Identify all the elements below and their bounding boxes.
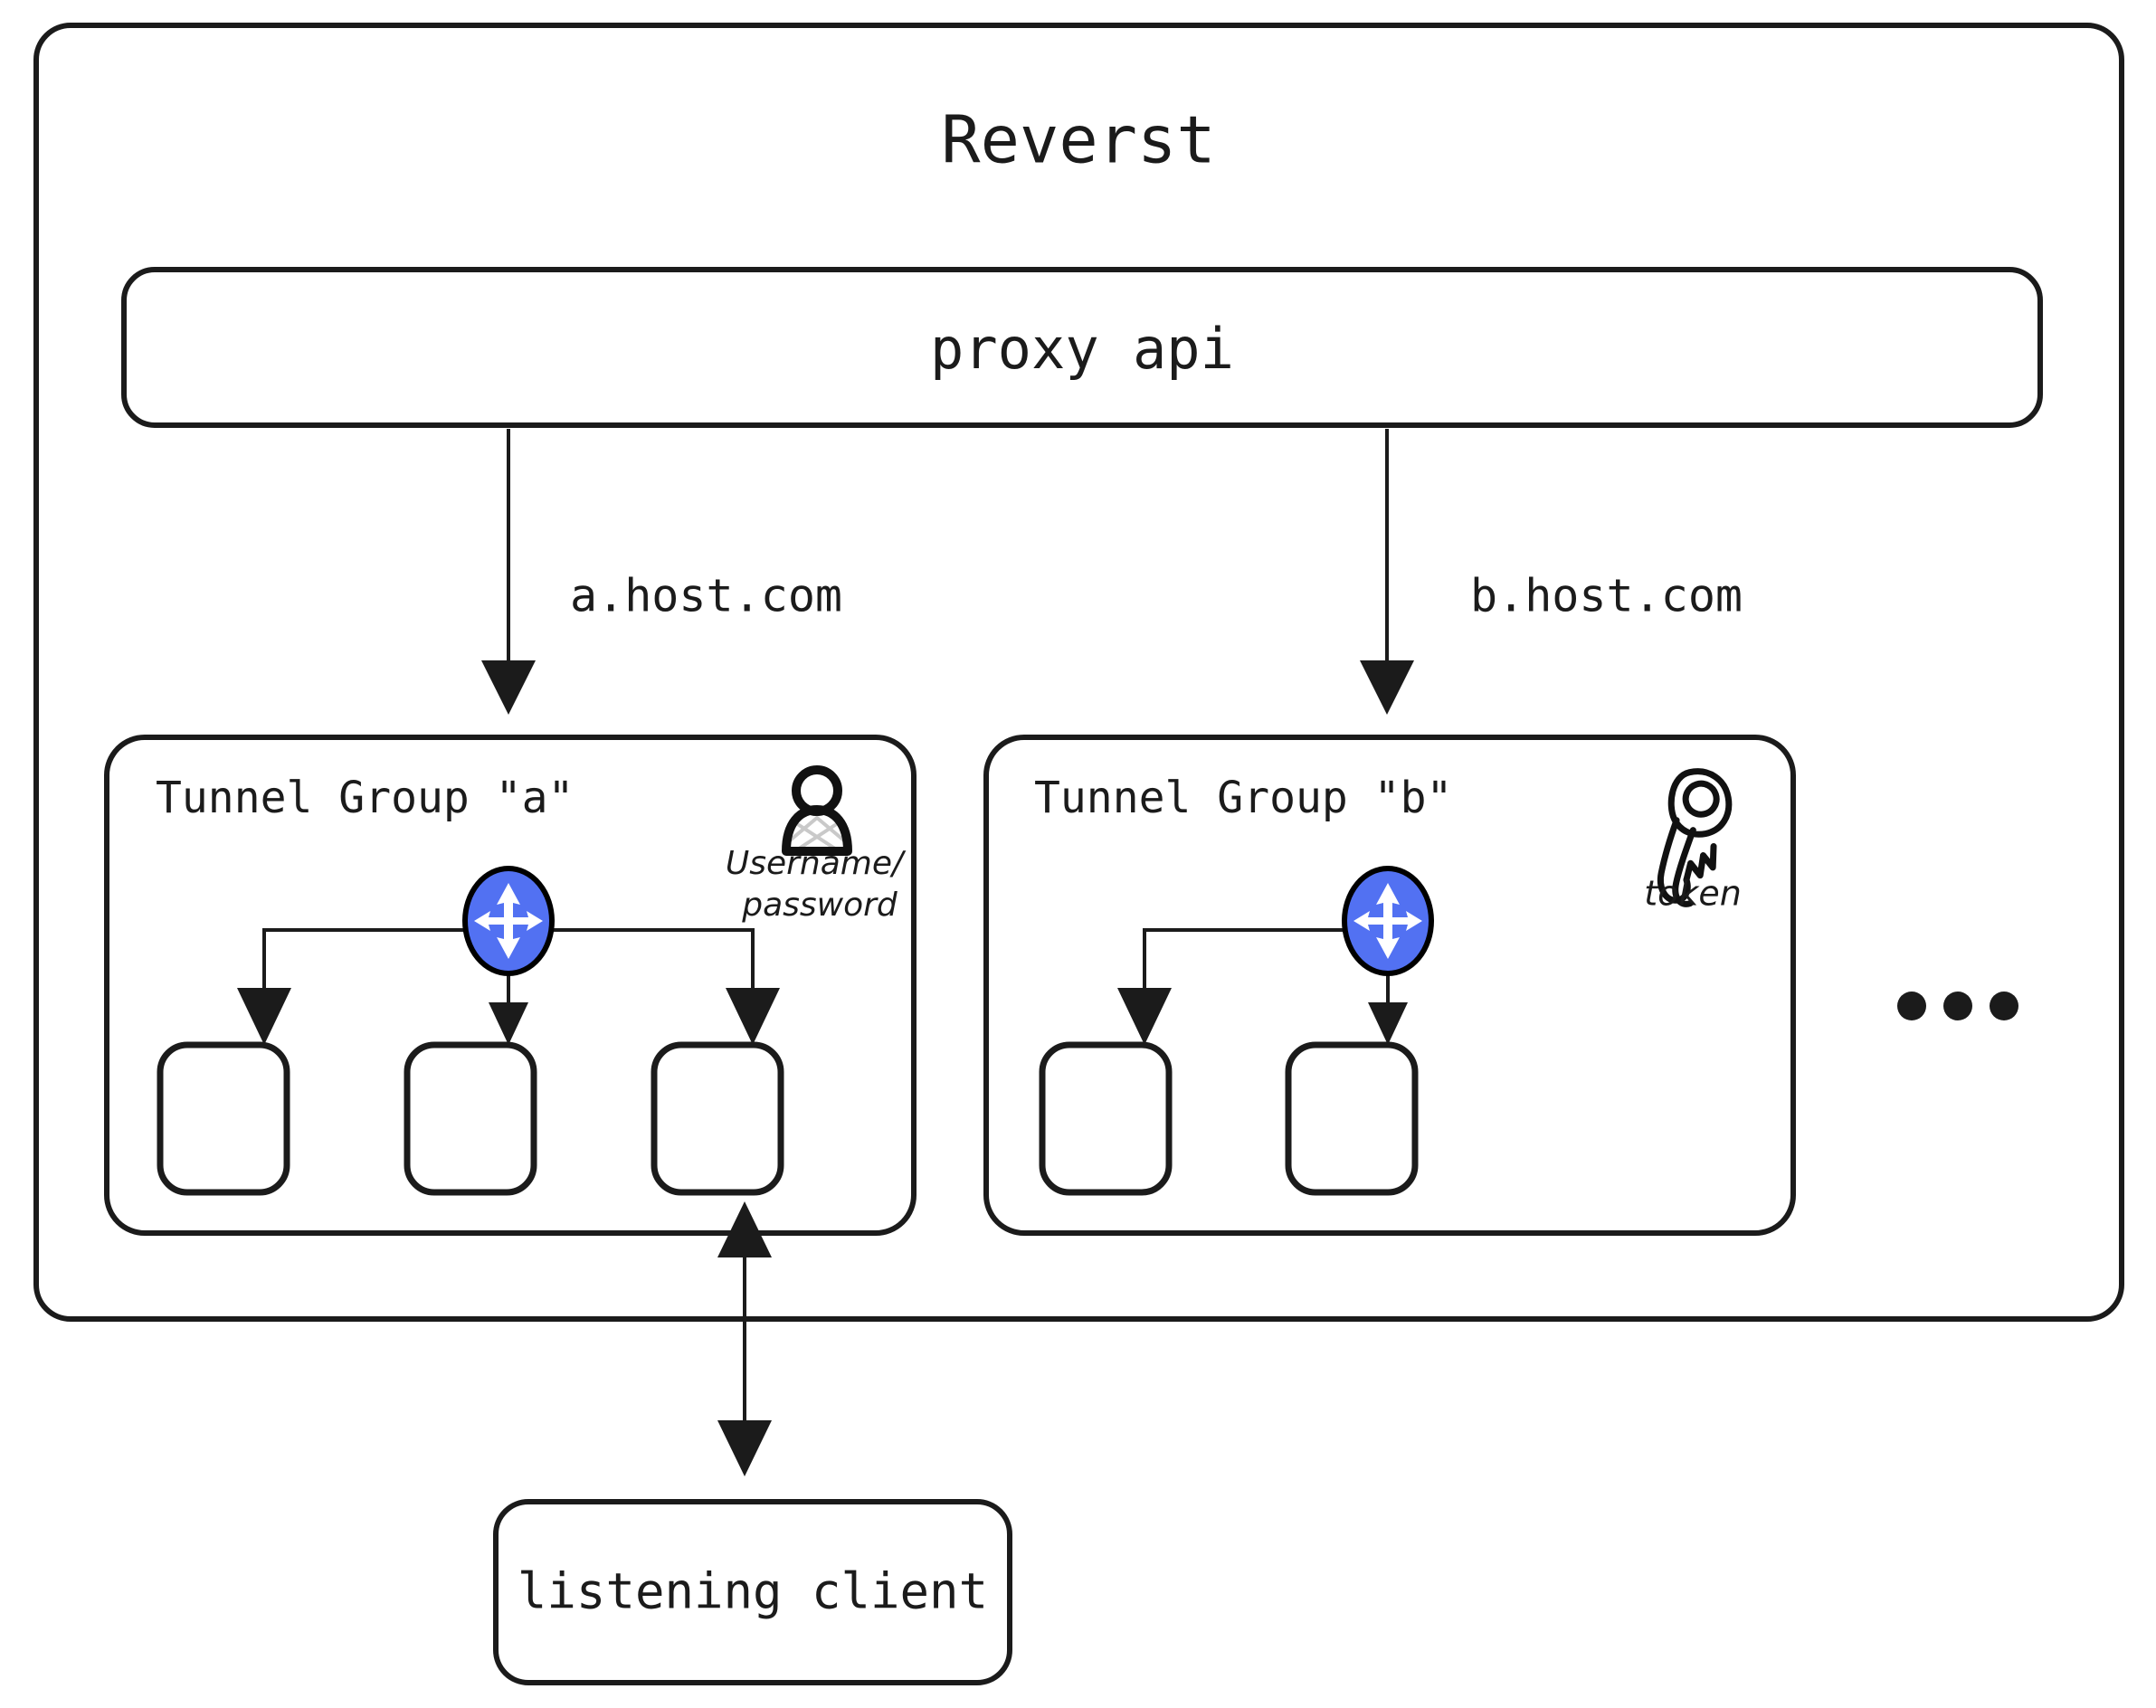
listening-client-label: listening client bbox=[518, 1563, 988, 1620]
person-body-hatch-3 bbox=[787, 816, 819, 843]
auth-label-a-line1: Username/ bbox=[726, 845, 907, 882]
tunnel-group-a[interactable]: Tunnel Group "a" Username/ password bbox=[104, 735, 917, 1236]
arrow-glyph-horizontal bbox=[1353, 911, 1422, 931]
tunnel-hub-a[interactable] bbox=[462, 866, 555, 976]
edge-b-arrowhead bbox=[1360, 660, 1414, 715]
tunnel-group-b-box[interactable] bbox=[983, 735, 1796, 1236]
hub-b-arrow-center bbox=[1368, 1002, 1408, 1045]
arrow-glyph-horizontal bbox=[474, 911, 543, 931]
ellipsis-dot-3 bbox=[1990, 992, 2018, 1020]
auth-label-a-line2: password bbox=[741, 887, 898, 924]
hub-a-branch-right bbox=[549, 928, 755, 995]
key-teeth bbox=[1683, 842, 1717, 884]
tunnel-box-b-2[interactable] bbox=[1285, 1041, 1419, 1196]
edge-client-arrowhead-up bbox=[717, 1201, 772, 1257]
tunnel-box-a-2[interactable] bbox=[404, 1041, 537, 1196]
hub-a-branch-left bbox=[262, 928, 468, 995]
tunnel-box-a-3[interactable] bbox=[651, 1041, 784, 1196]
key-shaft-outer bbox=[1672, 827, 1696, 907]
proxy-api-label: proxy api bbox=[930, 316, 1234, 382]
ellipsis-dot-2 bbox=[1943, 992, 1972, 1020]
key-shaft bbox=[1657, 817, 1691, 904]
auth-label-b: token bbox=[1644, 874, 1742, 914]
ellipsis-dot-1 bbox=[1897, 992, 1926, 1020]
tunnel-box-b-1[interactable] bbox=[1039, 1041, 1173, 1196]
edge-a-arrowhead bbox=[481, 660, 536, 715]
tunnel-box-a-1[interactable] bbox=[157, 1041, 290, 1196]
more-groups-ellipsis-icon bbox=[1897, 992, 2018, 1020]
key-hole bbox=[1682, 780, 1720, 818]
tunnel-group-a-title: Tunnel Group "a" bbox=[156, 773, 574, 823]
edge-a-host-com: a.host.com bbox=[481, 429, 842, 715]
edge-a-label: a.host.com bbox=[570, 570, 842, 622]
tunnel-group-b-title: Tunnel Group "b" bbox=[1034, 773, 1452, 823]
hub-a-arrow-right bbox=[726, 988, 780, 1045]
person-icon bbox=[782, 765, 852, 856]
tunnel-hub-b[interactable] bbox=[1342, 866, 1434, 976]
hub-a-arrow-center bbox=[489, 1002, 528, 1045]
four-way-arrow-icon bbox=[474, 883, 543, 959]
key-icon bbox=[1657, 768, 1733, 907]
reverst-outer-frame bbox=[33, 23, 2124, 1322]
edge-b-host-com: b.host.com bbox=[1360, 429, 1743, 715]
tunnel-group-a-box[interactable] bbox=[104, 735, 917, 1236]
person-body bbox=[782, 805, 852, 856]
tunnel-group-b[interactable]: Tunnel Group "b" token bbox=[983, 735, 1796, 1236]
person-body-hatch-4 bbox=[815, 816, 847, 843]
edge-client-arrowhead-down bbox=[717, 1420, 772, 1476]
listening-client-box[interactable] bbox=[493, 1499, 1012, 1685]
hub-b-branch-left bbox=[1143, 928, 1347, 995]
edge-b-label: b.host.com bbox=[1470, 570, 1743, 622]
key-bow bbox=[1667, 768, 1733, 838]
hub-b-arrow-left bbox=[1117, 988, 1172, 1045]
four-way-arrow-icon bbox=[1353, 883, 1422, 959]
proxy-api-box[interactable] bbox=[121, 267, 2043, 428]
page-title: Reverst bbox=[941, 102, 1215, 178]
edge-client-tunnel bbox=[717, 1201, 772, 1476]
hub-a-arrow-left bbox=[237, 988, 291, 1045]
